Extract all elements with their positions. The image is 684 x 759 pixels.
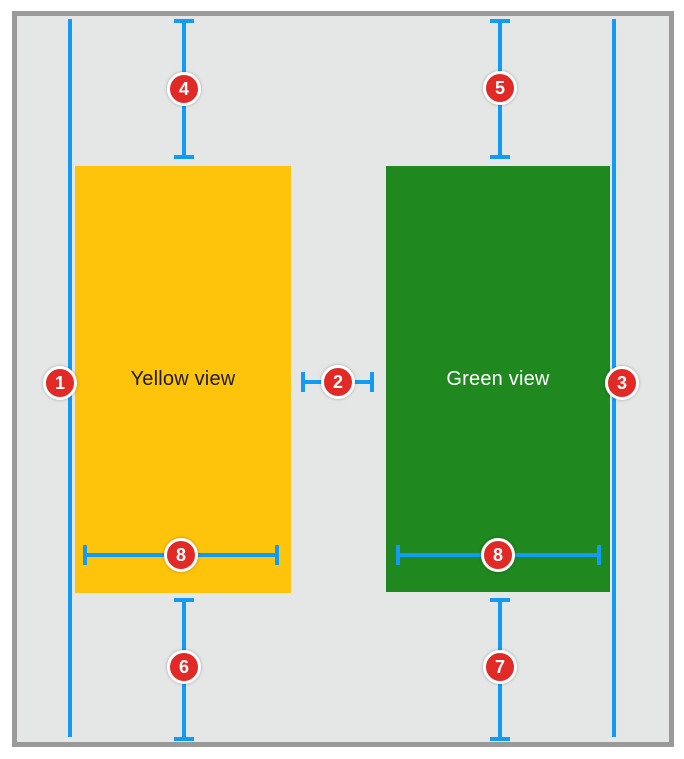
green-view-label: Green view xyxy=(446,367,550,390)
callout-badge-leading: 1 xyxy=(43,366,77,400)
green-view: Green view xyxy=(386,166,610,592)
callout-badge-trailing: 3 xyxy=(605,366,639,400)
callout-badge-top-yellow: 4 xyxy=(167,72,201,106)
callout-badge-top-green: 5 xyxy=(483,71,517,105)
callout-badge-spacing: 2 xyxy=(321,365,355,399)
callout-badge-bottom-green: 7 xyxy=(483,650,517,684)
callout-badge-width-yellow: 8 xyxy=(164,538,198,572)
callout-badge-bottom-yellow: 6 xyxy=(167,650,201,684)
callout-badge-width-green: 8 xyxy=(481,538,515,572)
yellow-view: Yellow view xyxy=(75,166,291,593)
yellow-view-label: Yellow view xyxy=(130,368,236,390)
